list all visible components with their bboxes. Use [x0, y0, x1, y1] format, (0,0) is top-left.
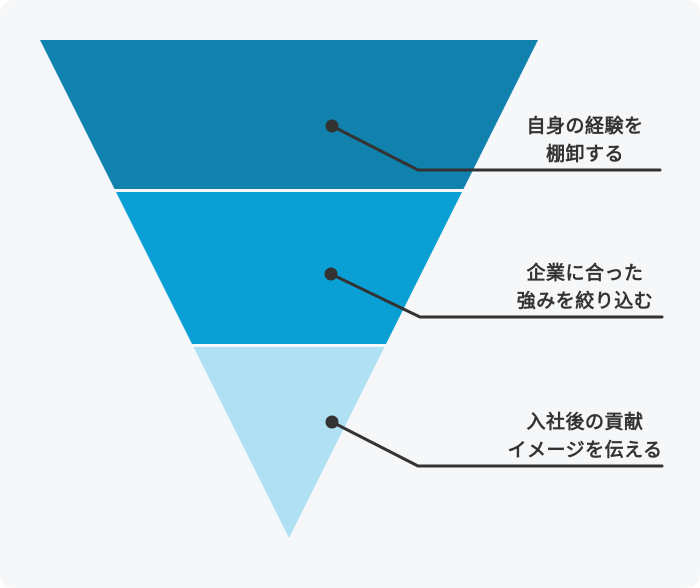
funnel-level-1-label: 自身の経験を 棚卸する [485, 113, 685, 169]
funnel-level-1-shape [40, 40, 538, 189]
funnel-level-1-label-line1: 自身の経験を [526, 116, 644, 137]
connector-dot-1 [325, 119, 339, 133]
funnel-level-2-shape [116, 192, 462, 344]
funnel-level-2-label: 企業に合った 強みを絞り込む [485, 260, 685, 316]
funnel-level-2-label-line1: 企業に合った [526, 263, 644, 284]
funnel-level-3-shape [193, 347, 385, 538]
connector-line-2 [329, 272, 664, 319]
connector-line-1 [330, 124, 662, 172]
funnel-level-2-label-line2: 強みを絞り込む [516, 291, 654, 312]
connector-line-3 [330, 420, 664, 468]
funnel-level-3-label-line2: イメージを伝える [507, 440, 663, 461]
connector-dot-3 [325, 415, 339, 429]
connector-dot-2 [324, 267, 338, 281]
funnel-level-3-label-line1: 入社後の貢献 [526, 412, 644, 433]
funnel-level-3-label: 入社後の貢献 イメージを伝える [485, 409, 685, 465]
funnel-level-1-label-line2: 棚卸する [545, 144, 624, 165]
